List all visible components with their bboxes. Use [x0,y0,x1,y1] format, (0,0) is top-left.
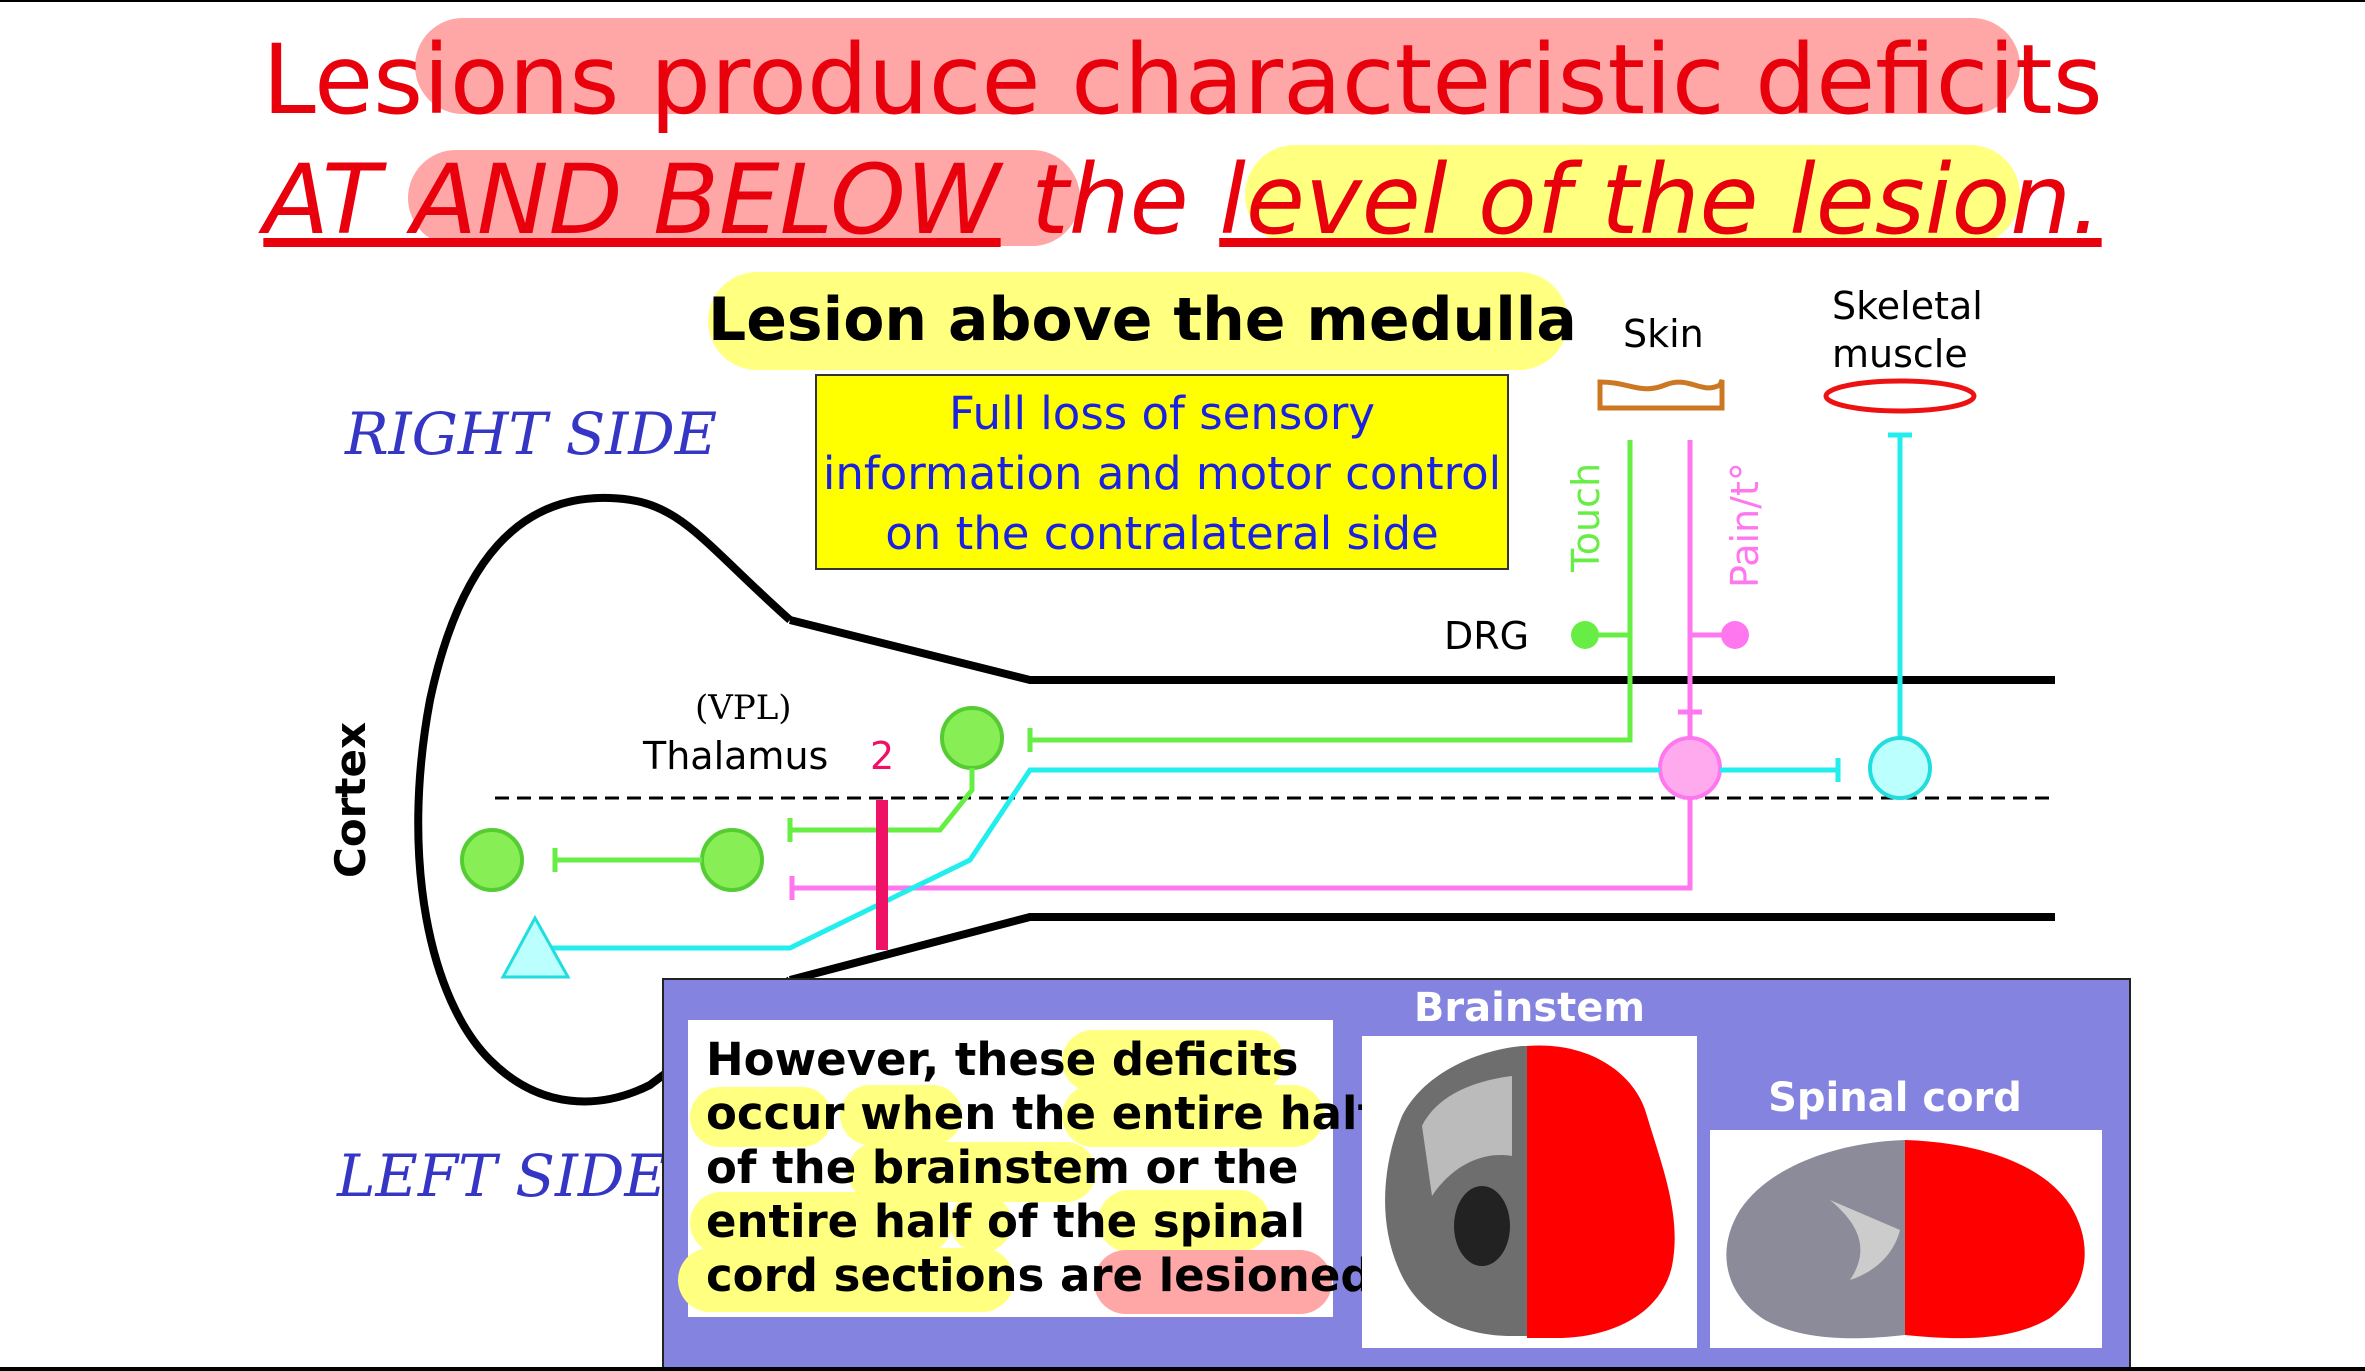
brainstem-title: Brainstem [1413,985,1646,1031]
touch-drg-neuron [1571,621,1599,649]
skeletal-muscle-icon [1823,378,1977,414]
hl-spinal [1098,1190,1270,1252]
skin-icon [1597,379,1725,411]
hl-deficits [1062,1030,1284,1092]
top-rule [0,0,2365,2]
info-line1: Full loss of sensory [949,387,1375,440]
explanation-line-1: However, these deficits [706,1033,1299,1086]
pyramidal-neuron [500,914,571,979]
brain-outline [414,493,793,1106]
thalamus-neuron [700,828,764,892]
title-line1: Lesions produce characteristic deficits [262,24,2103,136]
right-side-label: RIGHT SIDE [345,400,718,468]
brainstem-lower-edge [788,913,2055,984]
explanation-line-3: of the brainstem or the [706,1141,1299,1194]
title-the: the [1000,144,1220,256]
title-level-highlight [1245,145,2020,245]
pain-label: Pain/t° [1723,462,1767,588]
hl-occur [690,1087,832,1147]
left-side-label: LEFT SIDE [337,1142,667,1210]
touch-pathway [1028,440,1633,743]
info-box: Full loss of sensory information and mot… [815,374,1509,570]
bottom-rule [0,1367,2365,1371]
hl-of [950,1194,1012,1252]
title-level-of-lesion: level of the lesion. [1219,144,2102,256]
touch-label: Touch [1564,462,1608,572]
brainstem-image [1362,1036,1697,1348]
hl-entire-half [1062,1085,1324,1147]
hl-cord-sections [678,1248,1014,1312]
info-line2: information and motor control [822,447,1502,500]
title-line2: AT AND BELOW the level of the lesion. [0,140,2365,260]
dorsal-horn-neuron [1658,736,1722,800]
spinal-cord-image [1710,1130,2102,1348]
brainstem-section-drawing [1385,1045,1675,1338]
drg-label: DRG [1444,614,1530,658]
brainstem-lesion-area [1527,1045,1675,1338]
subtitle: Lesion above the medulla [708,285,1577,355]
pain-drg-neuron [1721,621,1749,649]
hl-entire-half-2 [690,1192,952,1254]
vpl-label: (VPL) [695,688,792,728]
skeletal-label-1: Skeletal [1832,284,1983,328]
explanation-line-4: entire half of the spinal [706,1195,1306,1248]
spinal-cord-title: Spinal cord [1768,1075,2022,1121]
hl-when [840,1085,962,1145]
hl-lesioned [1094,1250,1332,1314]
corticospinal-tract [545,767,1660,951]
thalamus-label: Thalamus [643,734,829,778]
skin-label: Skin [1623,312,1704,356]
spinal-cord-lesion-area [1905,1140,2085,1339]
info-line3: on the contralateral side [885,507,1439,560]
spinothalamic-tract [792,798,1693,891]
explanation-line-5: cord sections are lesioned [706,1249,1373,1302]
medial-lemniscus [790,768,975,833]
explanation-line-2: occur when the entire half [706,1087,1378,1140]
spinal-cord-section-drawing [1726,1140,2085,1339]
subtitle-highlight [708,272,1568,370]
title-line1-highlight [415,18,2020,114]
explanation-text: However, these deficits occur when the e… [706,1033,1377,1303]
nucleus-neuron [940,706,1004,770]
title-at-and-below-highlight [408,150,1080,246]
cortex-label: Cortex [326,721,375,878]
motor-neuron [1868,736,1932,800]
brainstem-upper-edge [789,616,2055,684]
cortex-neuron [460,828,524,892]
lesion-number: 2 [870,734,895,778]
title-at-and-below: AT AND BELOW [263,144,1001,256]
skeletal-label-2: muscle [1832,332,1968,376]
